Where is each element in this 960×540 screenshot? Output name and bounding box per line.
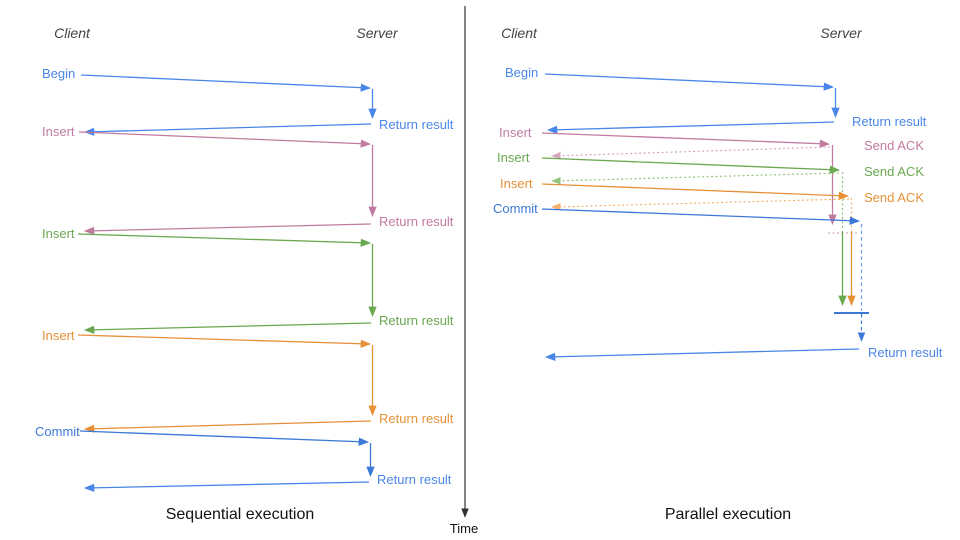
- left-begin-request-arrow: [80, 74, 372, 92]
- left-insert2-message: Insert Return result: [42, 226, 454, 334]
- left-insert1-label: Insert: [42, 124, 75, 139]
- left-commit-message: Commit Return result: [35, 424, 452, 492]
- left-insert2-return-arrow: [83, 322, 372, 334]
- right-commit-request-arrow: [541, 208, 861, 225]
- left-begin-message: Begin Return result: [42, 66, 454, 136]
- right-begin-message: Begin Return result: [505, 65, 927, 134]
- left-server-header: Server: [356, 25, 399, 41]
- left-insert3-request-arrow: [77, 334, 372, 348]
- time-axis: Time: [450, 6, 478, 536]
- right-insert1-ack-arrow: [551, 146, 831, 160]
- right-insert1-label: Insert: [499, 125, 532, 140]
- left-client-header: Client: [54, 25, 91, 41]
- left-insert3-message: Insert Return result: [42, 328, 454, 433]
- parallel-diagram: Client Server Begin Return result Insert…: [493, 25, 943, 523]
- left-commit-return-arrow: [83, 481, 370, 492]
- left-begin-return-arrow: [83, 123, 372, 136]
- left-insert3-return-arrow: [83, 420, 372, 433]
- right-insert3-request-arrow: [541, 183, 850, 200]
- right-insert1-request-arrow: [541, 132, 831, 148]
- left-begin-label: Begin: [42, 66, 75, 81]
- parallel-caption: Parallel execution: [665, 506, 791, 523]
- left-insert2-request-arrow: [77, 233, 372, 247]
- right-begin-return-label: Return result: [852, 114, 927, 129]
- left-begin-return-label: Return result: [379, 117, 454, 132]
- sequential-caption: Sequential execution: [166, 506, 315, 523]
- left-commit-return-label: Return result: [377, 472, 452, 487]
- right-insert3-ack-label: Send ACK: [864, 190, 924, 205]
- left-insert1-request-arrow: [78, 131, 372, 148]
- left-insert3-label: Insert: [42, 328, 75, 343]
- right-barrier-and-return: Return result: [544, 312, 943, 361]
- left-insert1-return-label: Return result: [379, 214, 454, 229]
- right-insert3-message: Insert Send ACK: [500, 176, 924, 307]
- sequential-diagram: Client Server Begin Return result Insert…: [35, 25, 454, 523]
- right-commit-label: Commit: [493, 201, 538, 216]
- right-insert2-message: Insert Send ACK: [497, 150, 924, 307]
- left-insert3-return-label: Return result: [379, 411, 454, 426]
- right-insert2-request-arrow: [541, 157, 841, 174]
- right-client-header: Client: [501, 25, 538, 41]
- right-insert1-ack-label: Send ACK: [864, 138, 924, 153]
- right-server-header: Server: [820, 25, 863, 41]
- right-insert2-label: Insert: [497, 150, 530, 165]
- right-final-return-label: Return result: [868, 345, 943, 360]
- left-insert1-message: Insert Return result: [42, 124, 454, 235]
- left-insert2-return-label: Return result: [379, 313, 454, 328]
- right-insert1-message: Insert Send ACK: [499, 125, 924, 234]
- left-insert1-return-arrow: [83, 223, 372, 235]
- right-begin-request-arrow: [544, 73, 835, 91]
- left-insert2-label: Insert: [42, 226, 75, 241]
- right-insert2-ack-label: Send ACK: [864, 164, 924, 179]
- left-commit-request-arrow: [79, 430, 370, 446]
- right-final-return-arrow: [544, 348, 860, 361]
- right-begin-label: Begin: [505, 65, 538, 80]
- left-commit-label: Commit: [35, 424, 80, 439]
- right-commit-message: Commit: [493, 201, 863, 311]
- time-axis-label: Time: [450, 521, 478, 536]
- right-begin-return-arrow: [546, 121, 835, 134]
- right-insert3-ack-arrow: [551, 198, 850, 211]
- right-insert2-ack-arrow: [551, 172, 840, 185]
- right-insert3-label: Insert: [500, 176, 533, 191]
